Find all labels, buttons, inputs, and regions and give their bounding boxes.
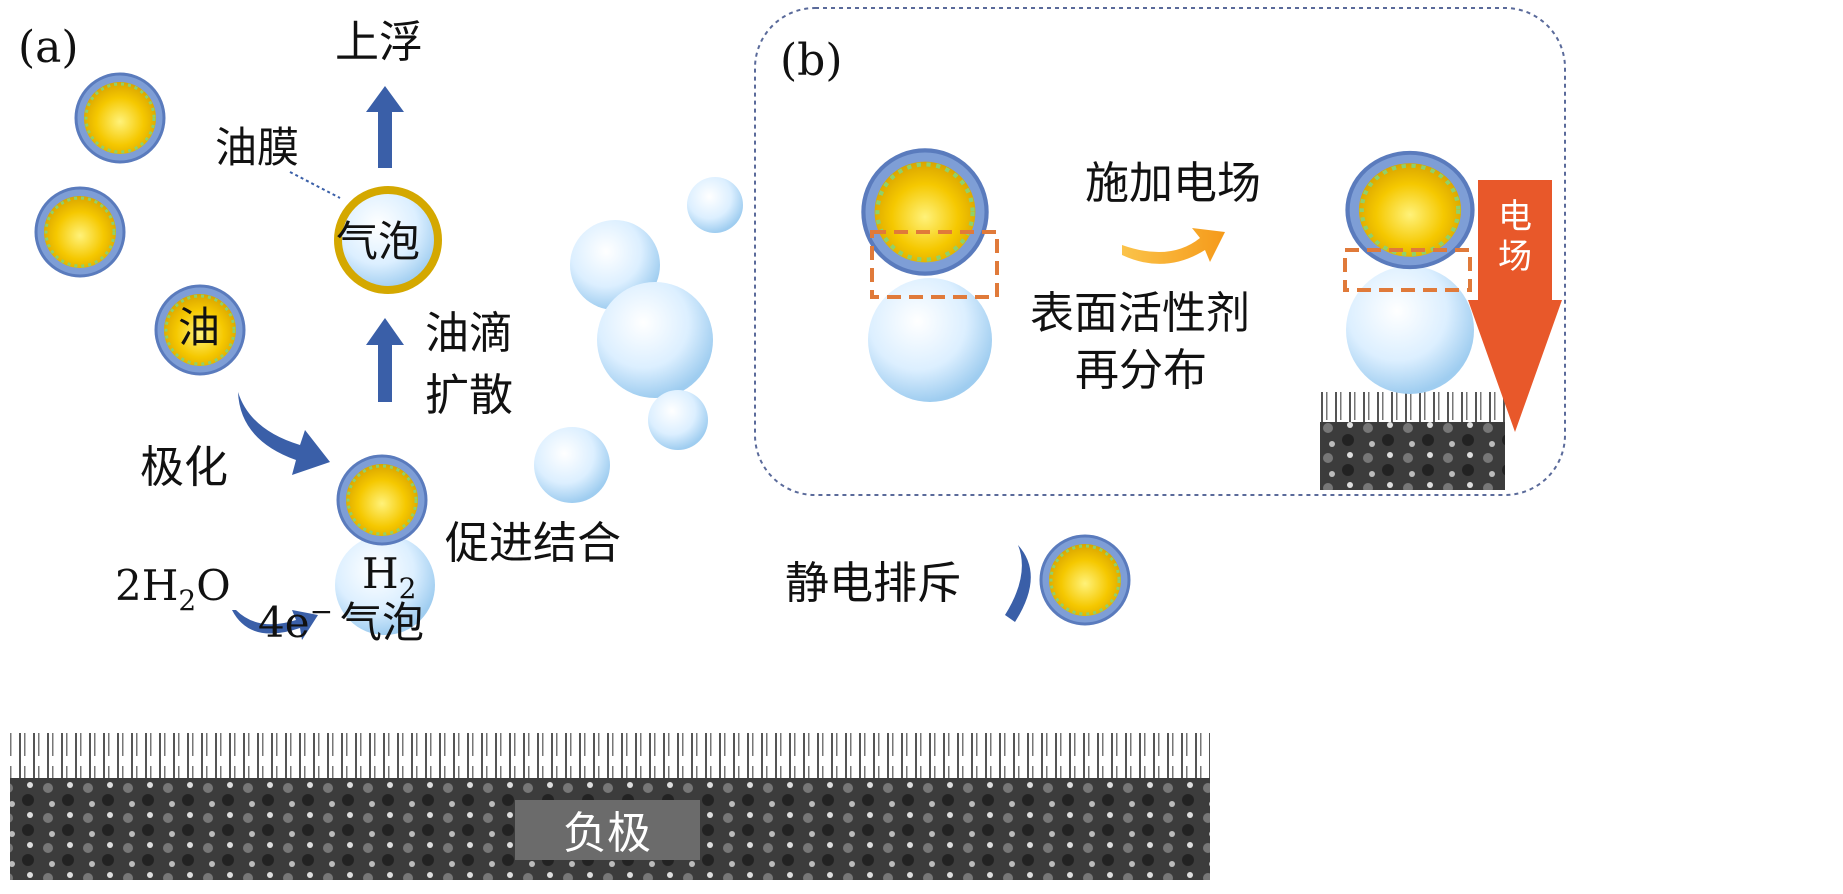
float-up-arrow-icon xyxy=(366,86,404,168)
float-up-label: 上浮 xyxy=(335,17,423,68)
hydrogen-bubbles xyxy=(335,177,743,635)
oil-film-label: 油膜 xyxy=(215,123,299,172)
panel-b-frame xyxy=(754,7,1566,496)
oil-droplet-after xyxy=(1348,153,1473,267)
promote-binding-label: 促进结合 xyxy=(445,518,621,569)
oil-film-pointer-icon xyxy=(289,171,341,199)
electron-arrow-icon xyxy=(232,610,318,640)
panel-b: (b) 施加电场 表面活性剂 再分布 电 场 xyxy=(754,7,1566,496)
water-formula: 2H2O xyxy=(115,561,231,617)
panel-b-label: (b) xyxy=(780,35,843,86)
polarization-arrow-icon xyxy=(238,392,330,475)
bubble-before xyxy=(868,278,992,402)
panel-a-label: (a) xyxy=(18,22,79,73)
electrostatic-repulsion-label: 静电排斥 xyxy=(785,558,961,609)
repulsion-arrow-icon xyxy=(1005,545,1031,622)
oil-film-bubble xyxy=(334,186,442,294)
oil-label: 油 xyxy=(178,303,220,352)
apply-field-label: 施加电场 xyxy=(1085,158,1261,209)
oil-droplet-repelled xyxy=(1039,534,1131,626)
transition-arrow-icon xyxy=(1122,228,1225,264)
cathode-electrode-b xyxy=(1320,422,1505,490)
cathode-label: 负极 xyxy=(563,808,651,859)
cathode-electrode: 负极 xyxy=(10,733,1210,880)
diffusion-arrow-icon xyxy=(366,318,404,402)
field-char-1: 电 xyxy=(1498,197,1532,237)
electrons-label: 4e− xyxy=(258,595,333,647)
bubble-bottom-label: 气泡 xyxy=(340,598,424,647)
bubble-after xyxy=(1346,266,1474,394)
interface-box-before xyxy=(870,230,999,299)
h2-label: H2 xyxy=(362,549,416,605)
interface-box-after xyxy=(1343,248,1472,292)
oil-droplet xyxy=(74,72,166,164)
electric-field-arrow-icon xyxy=(1468,180,1562,432)
oil-droplet xyxy=(34,186,126,278)
surfactant-line2: 再分布 xyxy=(1075,345,1207,396)
cathode-label-box xyxy=(515,800,700,860)
droplet-diffusion-line1: 油滴 xyxy=(425,308,513,359)
blue-arrows xyxy=(232,86,1031,640)
polarization-label: 极化 xyxy=(140,442,228,493)
oil-droplet-attached xyxy=(336,454,428,546)
oil-droplet-before xyxy=(863,150,986,273)
field-char-2: 场 xyxy=(1498,237,1532,277)
bubble-label: 气泡 xyxy=(336,217,420,266)
droplet-diffusion-line2: 扩散 xyxy=(425,370,513,421)
surfactant-line1: 表面活性剂 xyxy=(1030,288,1250,339)
